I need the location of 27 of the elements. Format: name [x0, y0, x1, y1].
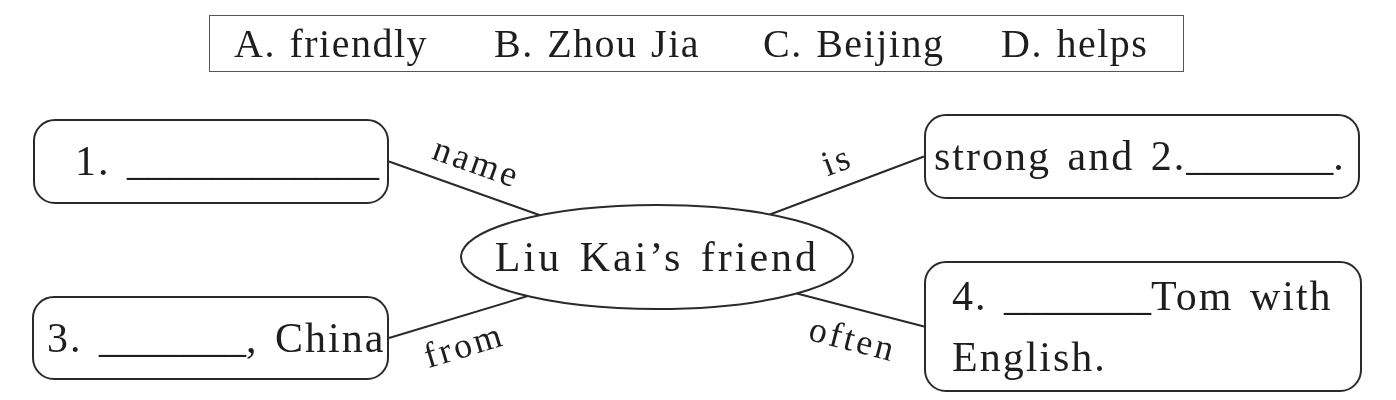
edge-label: often	[805, 310, 901, 368]
topic-text: Liu Kai’s friend	[494, 232, 820, 282]
word-option: D. helps	[1001, 21, 1149, 66]
mind-map-box	[32, 296, 389, 380]
prompt-text: strong and 2._______.	[934, 132, 1346, 181]
mind-map-box	[924, 261, 1362, 392]
fill-in-line: _______	[99, 314, 246, 361]
mind-map-box	[33, 119, 389, 204]
connector-line	[795, 292, 925, 328]
word-bank-panel	[209, 15, 1184, 72]
edge-label: from	[419, 315, 509, 374]
word-option: B. Zhou Jia	[494, 21, 701, 66]
word-option: C. Beijing	[763, 21, 945, 66]
prompt-text: 4. _______Tom with English.	[952, 271, 1334, 382]
edge-label: name	[428, 130, 526, 195]
connector-line	[388, 295, 529, 339]
prompt-text: 1. ____________	[75, 137, 379, 186]
word-option: A. friendly	[234, 21, 428, 66]
edge-label: is	[817, 138, 858, 183]
topic-ellipse	[460, 204, 854, 310]
fill-in-line: _______	[1186, 133, 1334, 179]
mind-map-box	[924, 114, 1360, 199]
fill-in-line: ____________	[127, 138, 379, 184]
connector-line	[388, 160, 541, 217]
prompt-text: 3. _______, China	[47, 313, 386, 363]
connector-line	[768, 155, 925, 216]
fill-in-line: _______	[1004, 272, 1151, 319]
